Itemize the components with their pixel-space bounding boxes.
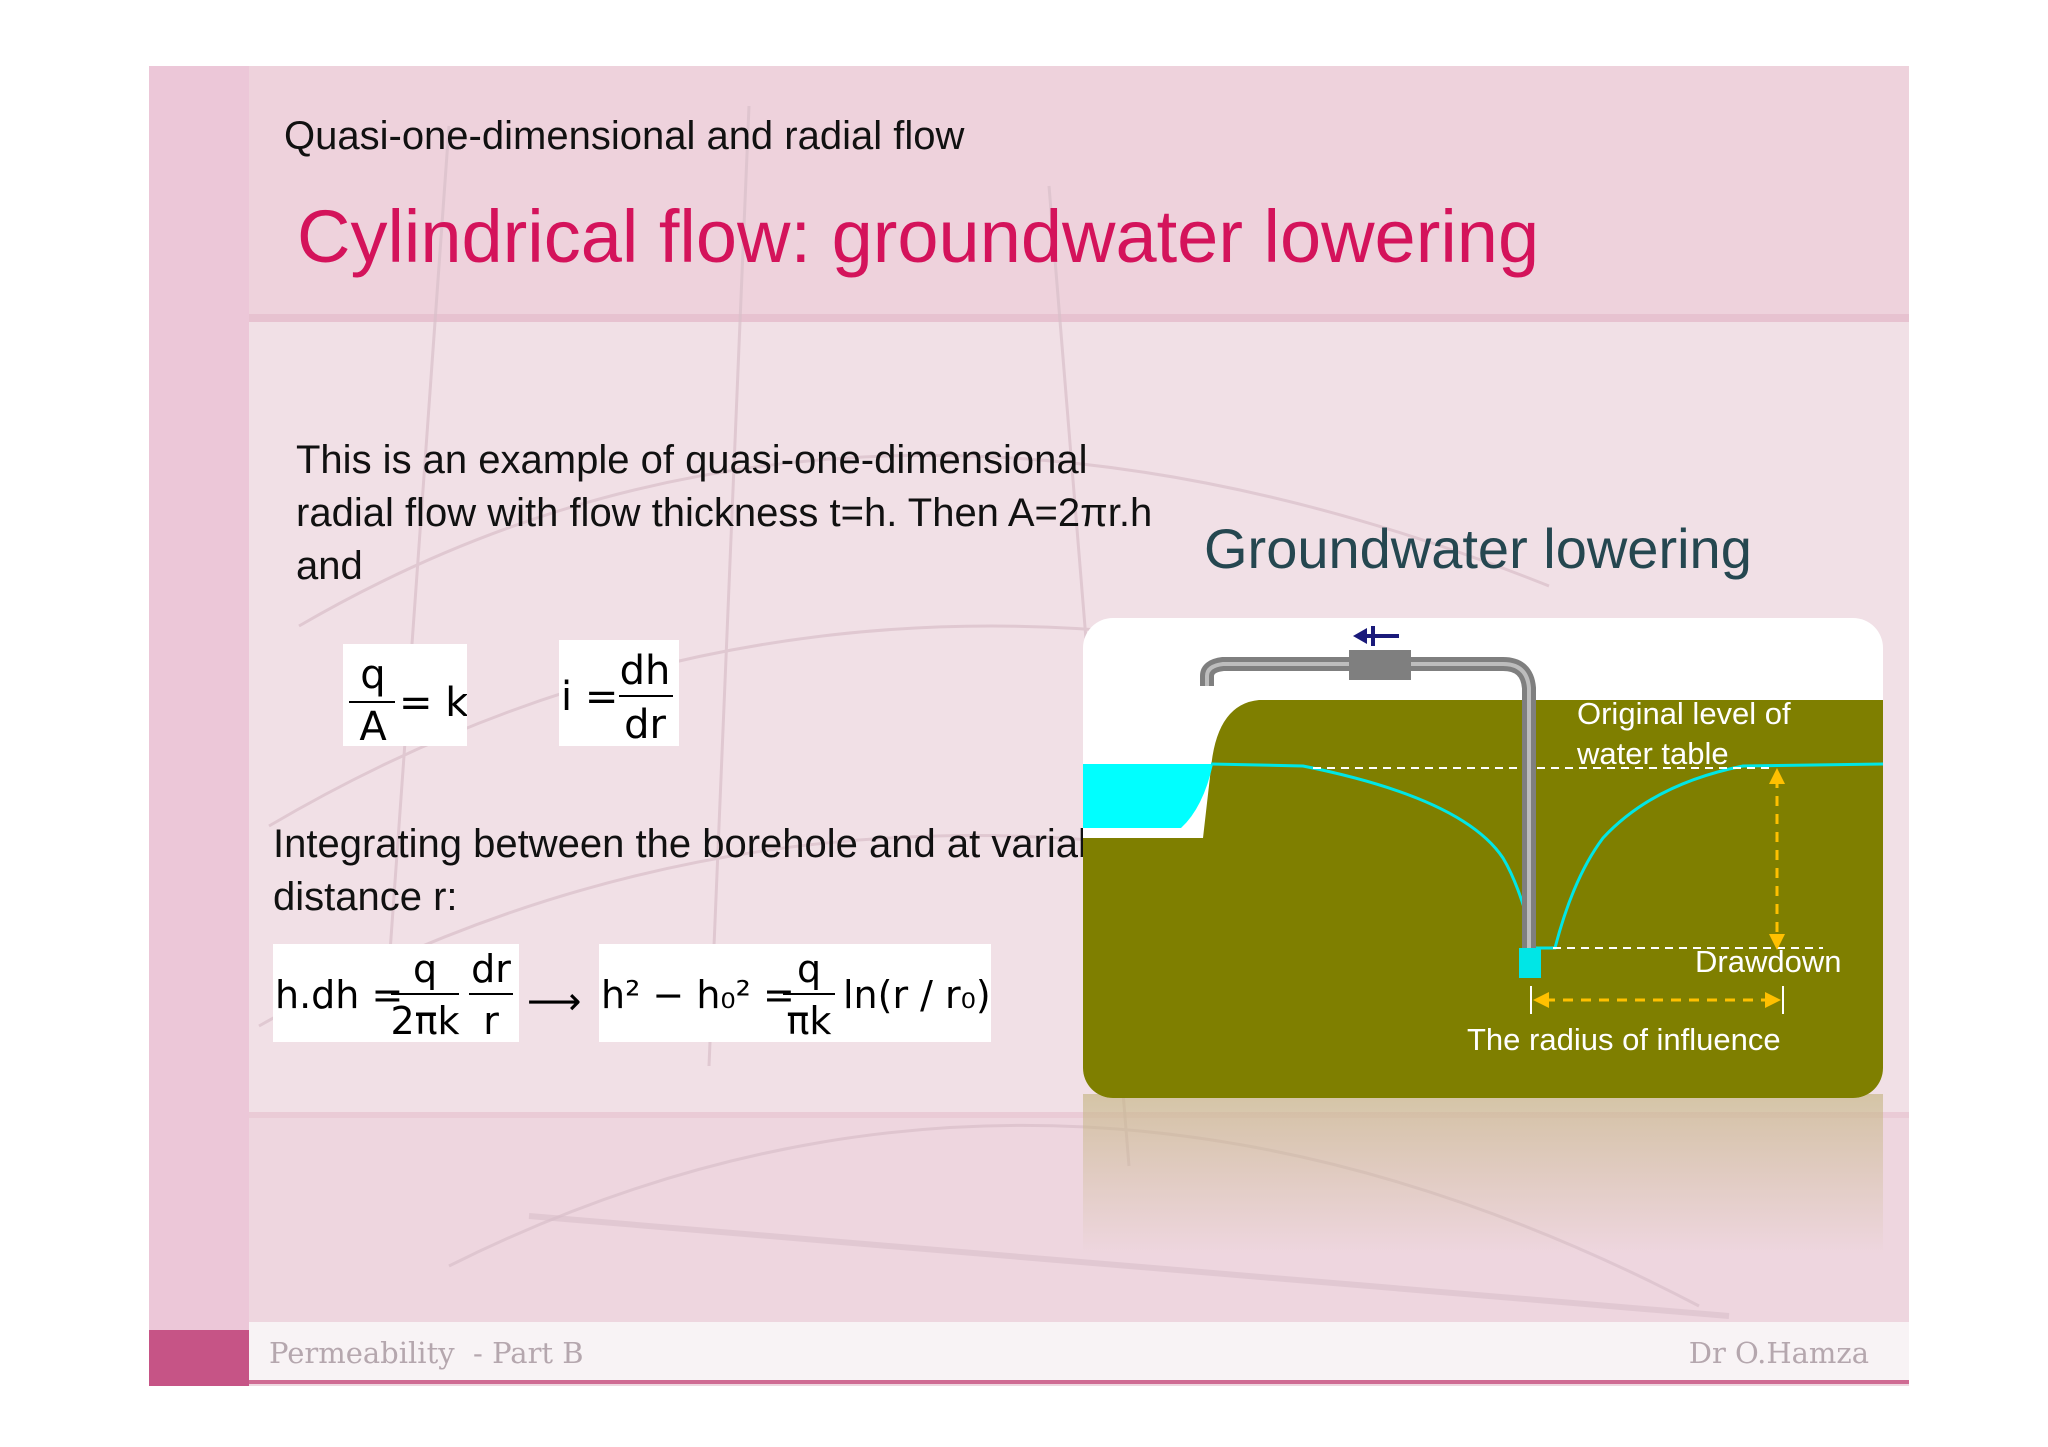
header-band <box>249 66 1909 322</box>
original-level-label-line1: Original level of <box>1577 696 1791 731</box>
original-level-label-line2: water table <box>1576 736 1729 771</box>
intro-paragraph: This is an example of quasi-one-dimensio… <box>296 438 1153 588</box>
footer-bar <box>249 1322 1909 1382</box>
soil-mass <box>1083 700 1883 1098</box>
radius-dimension <box>1530 986 1784 1014</box>
eq4-rhs: ln(r / r₀) <box>843 973 991 1017</box>
eq1-rhs: = ki <box>399 680 467 726</box>
equation-result: h² − h₀² = q πk ln(r / r₀) <box>599 944 991 1042</box>
drawdown-dimension <box>1769 768 1785 950</box>
section-subtitle: Quasi-one-dimensional and radial flow <box>284 114 965 158</box>
well-water <box>1519 948 1541 978</box>
eq1-numerator: q <box>360 652 385 698</box>
pump-body <box>1349 650 1411 680</box>
drawdown-label: Drawdown <box>1695 944 1841 979</box>
eq3-frac1-den: 2πk <box>390 999 459 1042</box>
footer-course-title: Permeability - Part B <box>269 1336 584 1370</box>
groundwater-diagram: Original level of water table Drawdown T… <box>1083 618 1883 1098</box>
eq3-frac2-den: r <box>483 999 499 1042</box>
eq3-lhs: h.dh = <box>275 973 403 1017</box>
slide: Quasi-one-dimensional and radial flow Cy… <box>149 66 1909 1386</box>
eq2-lhs: i = <box>561 674 618 720</box>
content-divider <box>249 1112 1909 1118</box>
footer-line <box>249 1380 1909 1384</box>
slide-title: Cylindrical flow: groundwater lowering <box>297 195 1540 278</box>
eq1-denominator: A <box>359 704 387 746</box>
eq4-denominator: πk <box>787 999 832 1042</box>
footer-author: Dr O.Hamza <box>1688 1336 1869 1370</box>
header-divider <box>249 314 1909 322</box>
equation-i-dh-dr: i = dh dr <box>559 640 679 746</box>
eq3-frac1-num: q <box>413 947 437 991</box>
diagram-reflection <box>1083 1094 1883 1254</box>
flow-direction-arrow-icon <box>1353 626 1399 646</box>
eq2-denominator: dr <box>624 702 666 746</box>
svg-text:⟶: ⟶ <box>527 984 581 1023</box>
diagram-title: Groundwater lowering <box>1204 517 1752 580</box>
implies-arrow-icon: ⟶ <box>527 984 581 1023</box>
left-band <box>149 66 249 1386</box>
eq2-numerator: dh <box>620 648 671 694</box>
integration-paragraph: Integrating between the borehole and at … <box>273 822 1132 919</box>
footer-accent-block <box>149 1330 249 1386</box>
equation-q-over-a: q A = ki <box>343 644 467 746</box>
eq4-numerator: q <box>797 947 821 991</box>
equation-h-dh: h.dh = q 2πk dr r <box>273 944 519 1042</box>
reservoir-water <box>1083 764 1213 828</box>
radius-label: The radius of influence <box>1467 1022 1781 1057</box>
eq4-lhs: h² − h₀² = <box>601 973 795 1017</box>
eq3-frac2-num: dr <box>471 947 511 991</box>
